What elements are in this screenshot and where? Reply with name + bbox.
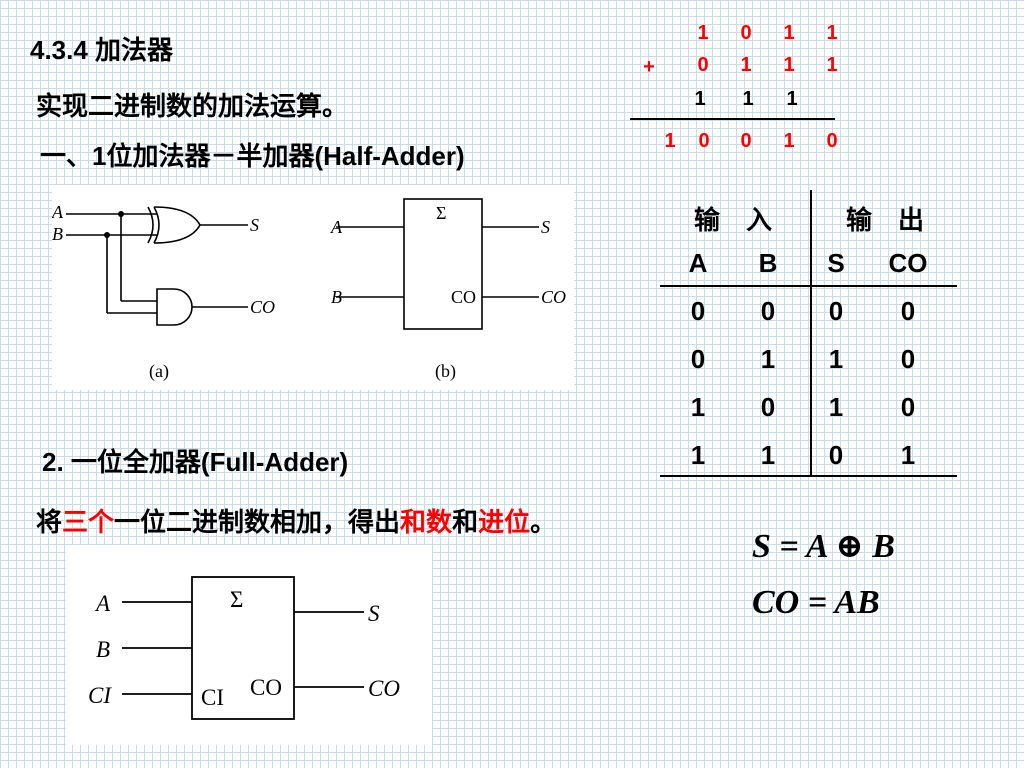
block-co-inner-label: CO (451, 287, 476, 307)
full-sigma-symbol: Σ (230, 587, 243, 612)
addend-digit: 1 (740, 54, 752, 76)
addend-digit: 0 (697, 54, 709, 76)
full-ci-inner-label: CI (201, 685, 224, 710)
table-cell: 0 (900, 344, 916, 374)
desc-part: 将 (36, 507, 63, 537)
full-output-co-label: CO (368, 676, 400, 701)
table-cell: 0 (828, 296, 844, 326)
table-vertical-divider (810, 190, 812, 477)
sigma-symbol: Σ (436, 203, 446, 223)
section-title: 4.3.4 加法器 (30, 35, 174, 65)
result-digit: 0 (698, 130, 710, 152)
plus-sign: + (643, 56, 655, 78)
addend-digit: 1 (697, 22, 709, 44)
output-s-label: S (250, 215, 259, 235)
desc-part: 一位二进制数相加，得出 (114, 507, 401, 537)
output-co-label: CO (250, 297, 275, 317)
table-cell: 0 (900, 296, 916, 326)
column-header: B (758, 248, 778, 278)
full-adder-diagram: A B CI Σ CI CO S CO (88, 576, 400, 720)
addend-digit: 1 (826, 22, 838, 44)
carry-digit: 1 (786, 88, 798, 110)
group-header-output: 输 出 (845, 205, 924, 235)
input-b-label: B (52, 224, 63, 244)
table-header-rule (660, 285, 957, 287)
full-output-s-label: S (368, 601, 380, 626)
intro-text: 实现二进制数的加法运算。 (36, 91, 349, 121)
column-header: A (688, 248, 708, 278)
input-a-label: A (52, 202, 64, 222)
table-cell: 1 (690, 440, 706, 470)
table-cell: 0 (690, 296, 706, 326)
half-adder-figure: A B S CO (a) A B Σ CO S CO (b) (51, 185, 574, 390)
full-adder-title: 2. 一位全加器(Full-Adder) (42, 447, 349, 477)
addend-digit: 1 (826, 54, 838, 76)
group-header-input: 输 入 (693, 205, 772, 235)
desc-part: 。 (530, 507, 557, 537)
table-bottom-rule (660, 475, 957, 477)
addend-digit: 0 (740, 22, 752, 44)
table-cell: 1 (690, 392, 706, 422)
caption-b: (b) (435, 361, 456, 382)
caption-a: (a) (149, 361, 169, 382)
table-cell: 1 (900, 440, 916, 470)
result-digit: 1 (783, 130, 795, 152)
column-header: CO (888, 248, 928, 278)
table-cell: 0 (760, 392, 776, 422)
table-cell: 1 (828, 344, 844, 374)
carry-digit: 1 (694, 88, 706, 110)
block-output-co-label: CO (541, 287, 566, 307)
table-cell: 0 (828, 440, 844, 470)
desc-part: 和 (452, 507, 479, 537)
block-input-b-label: B (331, 287, 342, 307)
half-adder-diagram: A B S CO (a) A B Σ CO S CO (b) (51, 198, 566, 382)
desc-highlight: 和数 (400, 507, 453, 537)
result-digit: 0 (740, 130, 752, 152)
addend-digit: 1 (783, 22, 795, 44)
full-input-b-label: B (96, 637, 110, 662)
carry-digit: 1 (742, 88, 754, 110)
carry-formula: CO = AB (752, 584, 880, 621)
full-adder-description: 将三个一位二进制数相加，得出和数和进位。 (36, 502, 556, 539)
block-input-a-label: A (330, 217, 343, 237)
full-input-a-label: A (94, 591, 111, 616)
table-cell: 1 (760, 440, 776, 470)
full-input-ci-label: CI (88, 683, 112, 708)
table-cell: 1 (760, 344, 776, 374)
result-digit: 1 (664, 130, 676, 152)
block-output-s-label: S (541, 217, 550, 237)
desc-highlight: 进位 (478, 507, 531, 537)
table-cell: 0 (900, 392, 916, 422)
table-cell: 1 (828, 392, 844, 422)
addend-digit: 1 (783, 54, 795, 76)
half-adder-title: 一、1位加法器－半加器(Half-Adder) (40, 141, 465, 171)
full-co-inner-label: CO (250, 675, 282, 700)
sum-line (630, 118, 835, 120)
truth-table: 输 入 输 出 A B S CO 0 0 0 0 0 1 1 0 1 0 1 0… (660, 190, 960, 480)
desc-highlight: 三个 (62, 507, 115, 537)
full-adder-figure: A B CI Σ CI CO S CO (66, 545, 432, 745)
sum-formula: S = A ⊕ B (752, 528, 895, 565)
table-cell: 0 (760, 296, 776, 326)
result-digit: 0 (826, 130, 838, 152)
table-cell: 0 (690, 344, 706, 374)
column-header: S (827, 248, 845, 278)
